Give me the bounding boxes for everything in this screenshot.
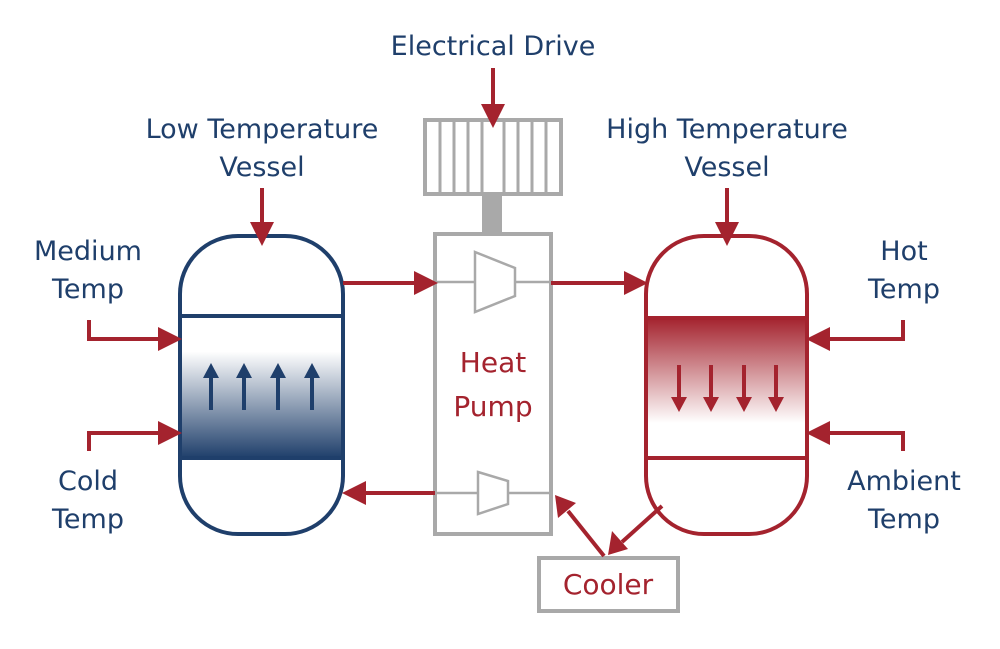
heat-pump-label-line1: Heat	[460, 346, 526, 379]
electrical-drive-motor	[423, 118, 563, 196]
ambient-temp-label: Ambient Temp	[847, 466, 961, 535]
low-vessel-arrow	[250, 188, 274, 246]
low-vessel-to-pump-arrow	[343, 271, 438, 295]
high-vessel-arrow	[715, 188, 739, 246]
cold-temp-label-line1: Cold	[58, 466, 118, 497]
hot-temp-label-line2: Temp	[867, 274, 940, 305]
hot-temp-label: Hot Temp	[867, 236, 940, 305]
expansion-symbol	[437, 470, 549, 516]
heat-pump-label-line2: Pump	[453, 390, 532, 423]
medium-temp-arrow	[87, 320, 182, 351]
ambient-temp-label-line2: Temp	[867, 504, 940, 535]
low-temperature-vessel-label: Low Temperature Vessel	[146, 114, 379, 183]
cold-temp-arrow	[87, 421, 182, 451]
ambient-temp-label-line1: Ambient	[847, 466, 961, 497]
pump-to-low-vessel-arrow	[342, 481, 435, 505]
up-arrows	[203, 363, 320, 410]
medium-temp-label-line1: Medium	[34, 236, 142, 267]
high-temperature-vessel-label: High Temperature Vessel	[606, 114, 848, 183]
low-vessel-gradient	[180, 316, 343, 458]
down-arrows	[671, 365, 784, 412]
cooler-label: Cooler	[563, 568, 654, 601]
medium-temp-label: Medium Temp	[34, 236, 142, 305]
pump-to-high-vessel-arrow	[551, 271, 648, 295]
ambient-temp-arrow	[806, 421, 905, 451]
medium-temp-label-line2: Temp	[51, 274, 124, 305]
cooler-box	[537, 556, 680, 613]
low-vessel-label-line1: Low Temperature	[146, 114, 379, 145]
compressor-symbol	[437, 250, 549, 314]
hot-temp-arrow	[806, 320, 905, 351]
cold-temp-label-line2: Temp	[51, 504, 124, 535]
high-vessel-label-line1: High Temperature	[606, 114, 848, 145]
high-vessel-to-cooler-arrow	[608, 504, 664, 555]
cooler-to-pump-arrow	[555, 495, 606, 558]
electrical-drive-arrow	[481, 68, 505, 128]
low-vessel-label-line2: Vessel	[219, 152, 304, 183]
hot-temp-label-line1: Hot	[880, 236, 927, 267]
high-vessel-label-line2: Vessel	[684, 152, 769, 183]
low-temperature-vessel	[178, 234, 345, 536]
drive-shaft	[482, 194, 502, 234]
high-temperature-vessel	[644, 234, 809, 536]
cold-temp-label: Cold Temp	[51, 466, 124, 535]
high-vessel-gradient	[646, 318, 807, 458]
electrical-drive-label: Electrical Drive	[391, 31, 596, 62]
